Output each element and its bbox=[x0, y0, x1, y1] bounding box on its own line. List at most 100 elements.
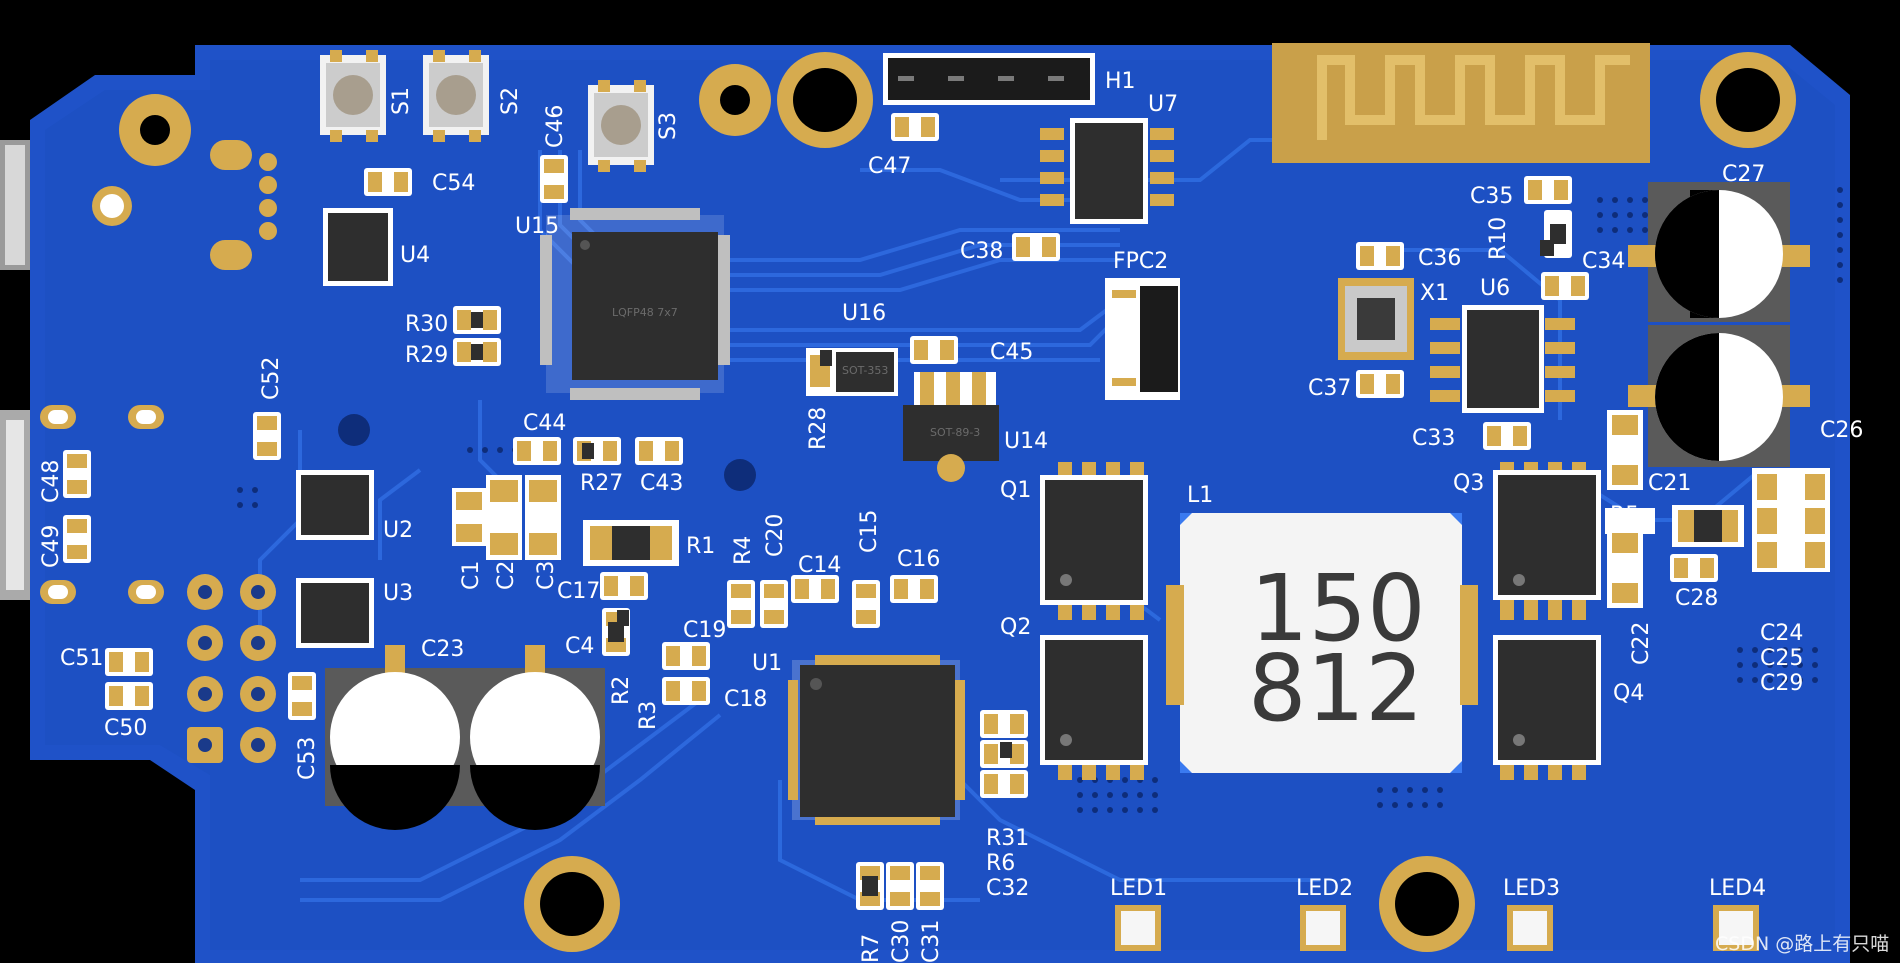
label-c50: C50 bbox=[104, 716, 147, 741]
label-r29: R29 bbox=[405, 343, 448, 368]
label-led3: LED3 bbox=[1503, 876, 1560, 901]
label-c21: C21 bbox=[1648, 471, 1691, 496]
label-c32: C32 bbox=[986, 876, 1029, 901]
label-led1: LED1 bbox=[1110, 876, 1167, 901]
label-u7: U7 bbox=[1148, 92, 1178, 117]
electrolytic-caps-c27-c26 bbox=[1628, 182, 1810, 467]
inductor-marking-line2: 812 bbox=[1248, 635, 1424, 742]
label-q1: Q1 bbox=[1000, 478, 1031, 503]
label-c18: C18 bbox=[724, 687, 767, 712]
label-s3: S3 bbox=[656, 112, 681, 140]
label-c47: C47 bbox=[868, 154, 911, 179]
label-c35: C35 bbox=[1470, 184, 1513, 209]
label-c17: C17 bbox=[557, 579, 600, 604]
label-led2: LED2 bbox=[1296, 876, 1353, 901]
usb-connector bbox=[0, 140, 30, 600]
label-c23: C23 bbox=[421, 637, 464, 662]
through-hole-header bbox=[187, 574, 276, 763]
inductor-marking-line1: 150 bbox=[1250, 555, 1426, 662]
label-s1: S1 bbox=[389, 87, 414, 115]
label-c15: C15 bbox=[857, 510, 882, 553]
label-r7: R7 bbox=[859, 934, 884, 963]
label-c4: C4 bbox=[565, 634, 594, 659]
label-u1: U1 bbox=[752, 651, 782, 676]
label-l1: L1 bbox=[1187, 483, 1213, 508]
label-c20: C20 bbox=[763, 514, 788, 557]
label-c54: C54 bbox=[432, 171, 475, 196]
label-c1: C1 bbox=[459, 561, 484, 590]
watermark: CSDN @路上有只喵 bbox=[1715, 933, 1889, 955]
label-x1: X1 bbox=[1420, 281, 1449, 306]
via-field bbox=[237, 187, 1843, 813]
label-c34: C34 bbox=[1582, 249, 1625, 274]
label-c29: C29 bbox=[1760, 671, 1803, 696]
u14-package-marking: SOT-89-3 bbox=[930, 426, 980, 439]
u15-package-marking: LQFP48 7x7 bbox=[612, 306, 678, 319]
label-c22: C22 bbox=[1629, 622, 1654, 665]
wifi-antenna bbox=[1272, 43, 1650, 163]
label-r1: R1 bbox=[686, 534, 715, 559]
label-u14: U14 bbox=[1004, 429, 1048, 454]
label-r30: R30 bbox=[405, 312, 448, 337]
label-c3: C3 bbox=[534, 561, 559, 590]
label-c43: C43 bbox=[640, 471, 683, 496]
label-c14: C14 bbox=[798, 553, 841, 578]
mounting-holes bbox=[92, 52, 1796, 952]
label-c37: C37 bbox=[1308, 376, 1351, 401]
label-r27: R27 bbox=[580, 471, 623, 496]
label-u4: U4 bbox=[400, 243, 430, 268]
label-u6: U6 bbox=[1480, 276, 1510, 301]
label-r4: R4 bbox=[731, 536, 756, 565]
label-c44: C44 bbox=[523, 411, 566, 436]
inductor-l1 bbox=[1166, 513, 1478, 773]
label-c46: C46 bbox=[543, 105, 568, 148]
label-u3: U3 bbox=[383, 581, 413, 606]
label-c27: C27 bbox=[1722, 162, 1765, 187]
label-h1: H1 bbox=[1105, 69, 1136, 94]
label-s2: S2 bbox=[498, 87, 523, 115]
label-r3: R3 bbox=[636, 701, 661, 730]
silkscreen-labels: S1 S2 S3 H1 U7 C47 C46 C54 U4 U15 C38 FP… bbox=[39, 69, 1863, 963]
label-c49: C49 bbox=[39, 525, 64, 568]
label-r10: R10 bbox=[1486, 217, 1511, 260]
label-c53: C53 bbox=[295, 737, 320, 780]
label-r2: R2 bbox=[609, 676, 634, 705]
label-c33: C33 bbox=[1412, 426, 1455, 451]
label-q3: Q3 bbox=[1453, 471, 1484, 496]
label-c30: C30 bbox=[889, 920, 914, 963]
tactile-switches bbox=[320, 50, 654, 172]
electrolytic-caps-c23-c4 bbox=[325, 645, 605, 830]
label-c19: C19 bbox=[683, 618, 726, 643]
label-c51: C51 bbox=[60, 646, 103, 671]
label-u2: U2 bbox=[383, 518, 413, 543]
label-c16: C16 bbox=[897, 547, 940, 572]
label-u16: U16 bbox=[842, 301, 886, 326]
label-q4: Q4 bbox=[1613, 681, 1644, 706]
label-c45: C45 bbox=[990, 340, 1033, 365]
dark-chip-resistors bbox=[471, 240, 1554, 758]
label-led4: LED4 bbox=[1709, 876, 1766, 901]
leds bbox=[1115, 905, 1759, 951]
label-r6: R6 bbox=[986, 851, 1015, 876]
integrated-circuits bbox=[296, 118, 1830, 825]
label-c26: C26 bbox=[1820, 418, 1863, 443]
u16-package-marking: SOT-353 bbox=[842, 364, 888, 377]
label-r31: R31 bbox=[986, 826, 1029, 851]
r1-resistor bbox=[583, 520, 679, 566]
h1-pin-header bbox=[883, 53, 1095, 105]
label-c24: C24 bbox=[1760, 621, 1803, 646]
label-c38: C38 bbox=[960, 239, 1003, 264]
label-c36: C36 bbox=[1418, 246, 1461, 271]
label-u15: U15 bbox=[515, 214, 559, 239]
label-fpc2: FPC2 bbox=[1113, 249, 1168, 274]
ceramic-caps-c1-c3 bbox=[452, 475, 561, 560]
label-c52: C52 bbox=[259, 357, 284, 400]
label-c2: C2 bbox=[494, 561, 519, 590]
label-c28: C28 bbox=[1675, 586, 1718, 611]
label-c31: C31 bbox=[919, 920, 944, 963]
label-c25: C25 bbox=[1760, 646, 1803, 671]
label-r28: R28 bbox=[806, 407, 831, 450]
small-pin-header bbox=[259, 153, 277, 240]
